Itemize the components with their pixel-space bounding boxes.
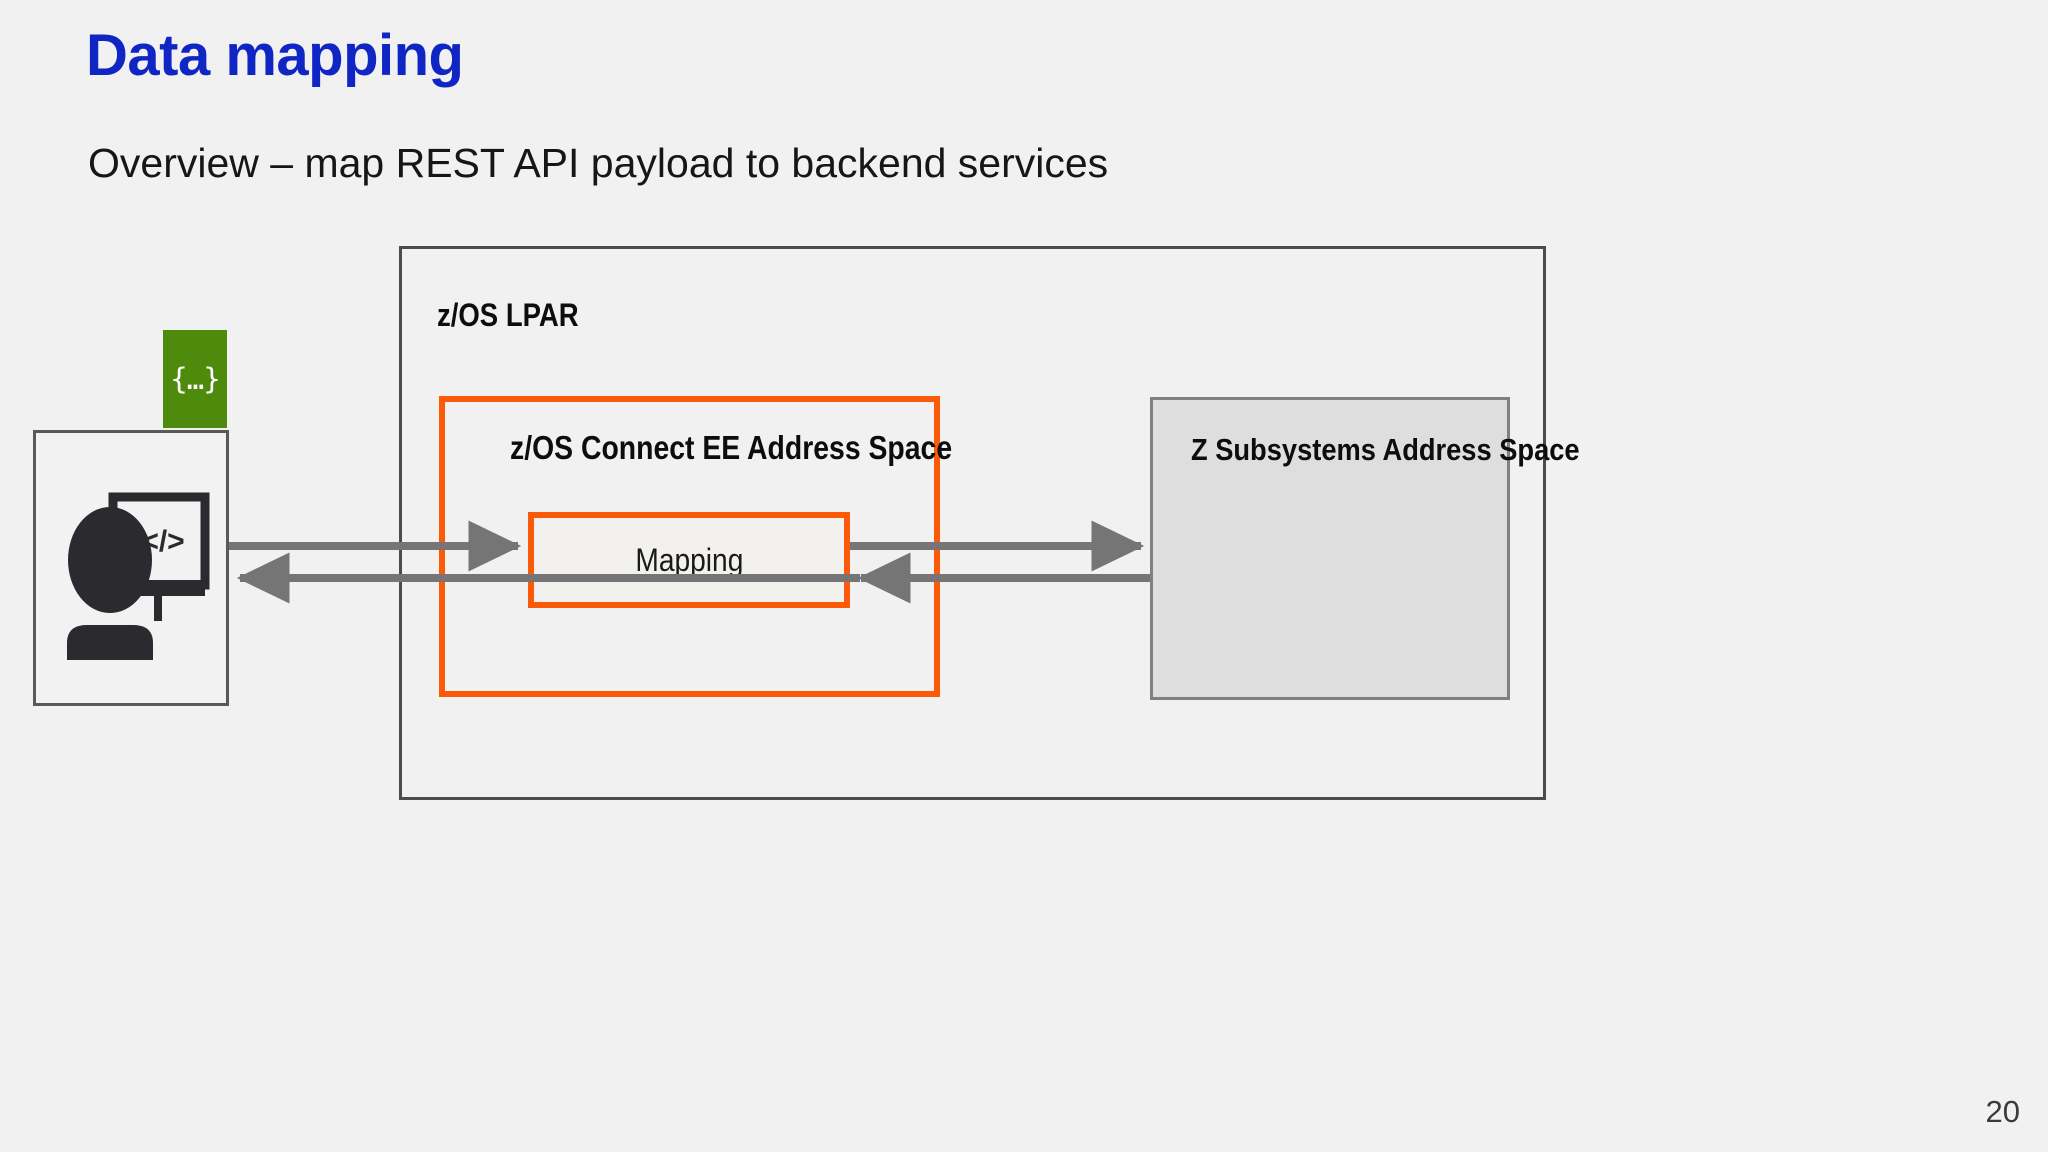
mapping-label: Mapping (634, 541, 744, 578)
json-badge-label: {…} (170, 361, 220, 396)
z-subsystems-address-space-box (1150, 397, 1510, 700)
zos-lpar-label: z/OS LPAR (437, 297, 579, 333)
page-subtitle: Overview – map REST API payload to backe… (88, 140, 1109, 186)
z-subsystems-address-space-label: Z Subsystems Address Space (1190, 432, 1580, 467)
zos-lpar-box (399, 246, 1546, 800)
developer-at-monitor-icon: </> (67, 492, 210, 660)
zos-connect-ee-address-space-label: z/OS Connect EE Address Space (510, 429, 953, 466)
page-title: Data mapping (86, 23, 464, 88)
mapping-box[interactable]: Mapping (528, 512, 850, 608)
json-payload-icon: {…} (163, 330, 227, 428)
page-number: 20 (1985, 1094, 2020, 1129)
